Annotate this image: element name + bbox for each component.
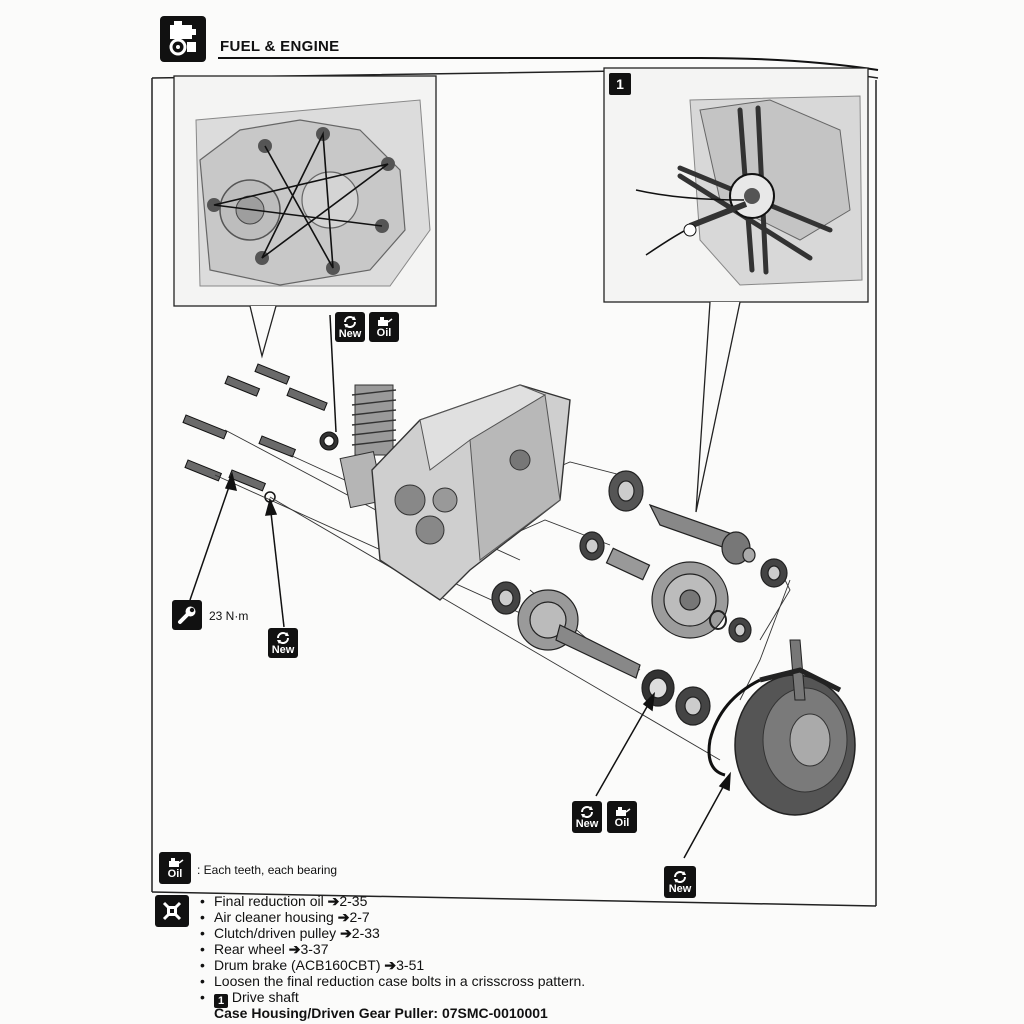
loosen-instruction: •Loosen the final reduction case bolts i…	[200, 973, 586, 989]
section-title: FUEL & ENGINE	[220, 38, 340, 55]
crankcase	[371, 384, 571, 601]
ref-link[interactable]: 3-37	[300, 941, 329, 957]
torque-badge	[172, 600, 202, 630]
engine-icon	[169, 21, 196, 56]
renew-icon	[581, 806, 593, 818]
bolt-pattern-inset	[173, 75, 437, 307]
oil-legend-badge: Oil	[159, 852, 191, 884]
renew-icon	[277, 632, 289, 644]
reduction-cover	[707, 639, 856, 816]
oil-can-icon	[378, 317, 393, 326]
wrench-icon	[178, 606, 196, 624]
tool-name: Case Housing/Driven Gear Puller: 07SMC-0…	[214, 1005, 548, 1021]
new-seal-badge: New	[335, 312, 365, 342]
ref-item: •Final reduction oil ➔2-35	[200, 893, 368, 909]
ref-link[interactable]: 3-51	[396, 957, 425, 973]
oil-can-icon	[169, 858, 184, 867]
case-bolts	[182, 363, 339, 503]
ref-link[interactable]: 2-35	[339, 893, 368, 909]
ref-item: •Clutch/driven pulley ➔2-33	[200, 925, 380, 941]
step-instruction: •1 Drive shaft	[200, 989, 299, 1008]
ref-item: •Drum brake (ACB160CBT) ➔3-51	[200, 957, 425, 973]
shock-absorber	[339, 384, 397, 509]
puller-inset	[603, 67, 869, 303]
step-number-badge: 1	[609, 73, 631, 95]
renew-icon	[344, 316, 356, 328]
ref-link[interactable]: 2-33	[351, 925, 380, 941]
ref-item: •Rear wheel ➔3-37	[200, 941, 329, 957]
ref-link[interactable]: 2-7	[349, 909, 370, 925]
oil-legend-note: : Each teeth, each bearing	[197, 863, 338, 877]
header-rule	[218, 57, 879, 71]
oil-can-icon	[616, 807, 631, 816]
oil-oilseal-badge: Oil	[607, 801, 637, 833]
section-icon	[160, 16, 206, 62]
removal-icon	[155, 895, 189, 927]
new-washer-badge: New	[268, 628, 298, 658]
new-gasket-badge: New	[664, 866, 696, 898]
arrow-icon	[189, 314, 731, 859]
oil-seal-badge: Oil	[369, 312, 399, 342]
renew-icon	[674, 871, 686, 883]
ref-item: •Air cleaner housing ➔2-7	[200, 909, 370, 925]
torque-value: 23 N·m	[209, 609, 249, 623]
new-oilseal-badge: New	[572, 801, 602, 833]
step-number-inline: 1	[214, 994, 228, 1008]
gear-train	[491, 470, 788, 726]
